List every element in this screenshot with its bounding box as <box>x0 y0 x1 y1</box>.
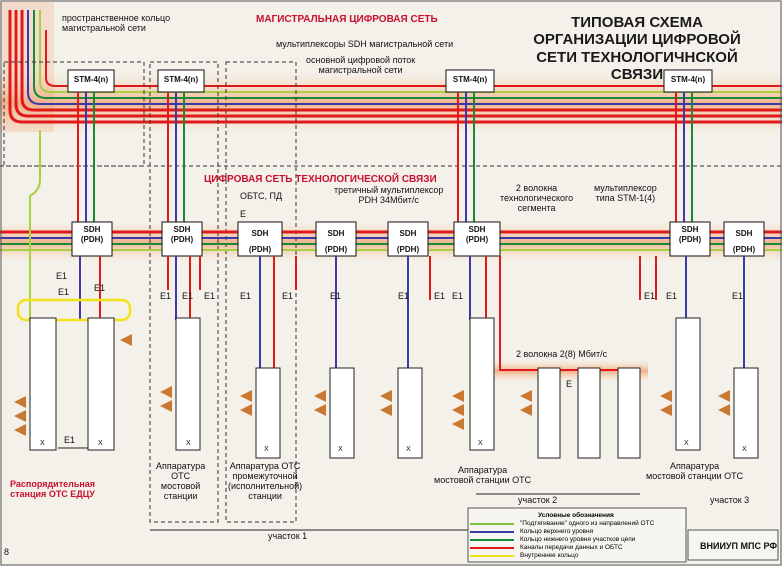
page-number: 8 <box>4 547 10 557</box>
pdh-label: (PDH) <box>732 245 756 254</box>
pdh-label: (PDH) <box>170 235 194 244</box>
e1-label: E1 <box>58 287 70 297</box>
mux-sdh-label: мультиплексоры SDH магистральной сети <box>276 39 454 49</box>
e1-label: E1 <box>182 291 194 301</box>
x-marker: X <box>742 446 747 453</box>
pdh-label: (PDH) <box>396 245 420 254</box>
sdh-boxes <box>71 221 765 257</box>
e1-label: E1 <box>240 291 252 301</box>
stm-label-4: STM-4(n) <box>670 75 706 84</box>
section-2-label: участок 2 <box>518 495 558 505</box>
legend-box <box>467 507 687 563</box>
ring-label: пространственное кольцо магистральной се… <box>62 13 171 33</box>
e1-label: E1 <box>160 291 172 301</box>
e1-label: E1 <box>94 283 106 293</box>
dist-station-label: Распорядительная станция ОТС ЕДЦУ <box>10 479 96 499</box>
sdh-label: SDH <box>251 229 269 238</box>
e1-label: E1 <box>666 291 678 301</box>
x-marker: X <box>684 440 689 447</box>
stm-label-1: STM-4(n) <box>73 75 109 84</box>
sdh-label: SDH <box>83 225 101 234</box>
e1-sub-label: E <box>566 379 573 389</box>
x-marker: X <box>478 440 483 447</box>
x-marker: X <box>186 440 191 447</box>
x-marker: X <box>406 446 411 453</box>
sdh-label: SDH <box>681 225 699 234</box>
pdh-label: (PDH) <box>248 245 272 254</box>
e1-label: E1 <box>282 291 294 301</box>
tech-title: ЦИФРОВАЯ СЕТЬ ТЕХНОЛОГИЧЕСКОЙ СВЯЗИ <box>204 174 437 185</box>
legend-item: Внутреннее кольцо <box>520 552 579 559</box>
terminal-triangles <box>14 334 730 436</box>
stm-verticals <box>29 92 693 320</box>
e-label: E <box>240 209 247 219</box>
e1-label: E1 <box>64 435 76 445</box>
stm-label-2: STM-4(n) <box>163 75 199 84</box>
x-marker: X <box>98 440 103 447</box>
stm-label-3: STM-4(n) <box>452 75 488 84</box>
x-marker: X <box>264 446 269 453</box>
pdh-label: (PDH) <box>80 235 104 244</box>
sdh-label: SDH <box>399 229 417 238</box>
stm-boxes <box>67 69 713 93</box>
sdh-label: SDH <box>735 229 753 238</box>
e1-label: E1 <box>644 291 656 301</box>
x-marker: X <box>338 446 343 453</box>
two-fibers-28-label: 2 волокна 2(8) Мбит/с <box>516 349 608 359</box>
e1-label: E1 <box>434 291 446 301</box>
pdh-label: (PDH) <box>324 245 348 254</box>
e1-label: E1 <box>398 291 410 301</box>
legend-swatch <box>470 531 514 533</box>
legend: Условные обозначения "Подтягивание" одно… <box>468 510 686 562</box>
legend-swatch <box>470 539 514 541</box>
equipment-columns <box>29 317 759 459</box>
section-1-label: участок 1 <box>268 531 308 541</box>
app-bridge2-label: Аппаратура мостовой станции ОТС <box>434 465 532 485</box>
third-mux-label: третичный мультиплексор PDH 34Мбит/с <box>334 185 444 205</box>
mux-stm1-label: мультиплексор типа STM-1(4) <box>594 183 657 203</box>
e1-label: E1 <box>452 291 464 301</box>
pdh-label: (PDH) <box>465 235 489 244</box>
e1-label: E1 <box>330 291 342 301</box>
legend-title: Условные обозначения <box>538 512 614 519</box>
legend-item: Каналы передачи данных и ОБТС <box>520 544 623 551</box>
app-bridge3-label: Аппаратура мостовой станции ОТС <box>646 461 744 481</box>
org-label: ВНИИУП МПС РФ <box>700 541 778 551</box>
section-3-label: участок 3 <box>710 495 750 505</box>
sdh-label: SDH <box>468 225 486 234</box>
legend-item: "Подтягивание" одного из направлений ОТС <box>520 520 655 527</box>
e1-label: E1 <box>56 271 68 281</box>
section-frames <box>0 61 782 523</box>
pdh-label: (PDH) <box>678 235 702 244</box>
e1-label: E1 <box>204 291 216 301</box>
backbone-title: МАГИСТРАЛЬНАЯ ЦИФРОВАЯ СЕТЬ <box>256 14 438 25</box>
app-inter-label: Аппаратура ОТС промежуточной (исполнител… <box>228 461 303 501</box>
main-title: ТИПОВАЯ СХЕМА ОРГАНИЗАЦИИ ЦИФРОВОЙ СЕТИ … <box>533 14 741 83</box>
sdh-label: SDH <box>327 229 345 238</box>
legend-swatch <box>470 523 514 525</box>
sdh-label: SDH <box>173 225 191 234</box>
legend-item: Кольцо нижнего уровня участков цепи <box>520 536 636 543</box>
two-fibers-tech-label: 2 волокна технологического сегмента <box>500 183 574 213</box>
obts-label: ОБТС, ПД <box>240 191 283 201</box>
app-bridge-label: Аппаратура ОТС мостовой станции <box>156 461 206 501</box>
main-flow-label: основной цифровой поток магистральной се… <box>306 55 416 75</box>
backbone-lines <box>8 10 782 124</box>
legend-swatch <box>470 555 514 557</box>
e1-label: E1 <box>732 291 744 301</box>
legend-swatch <box>470 547 514 549</box>
legend-item: Кольцо верхнего уровня <box>520 528 594 535</box>
x-marker: X <box>40 440 45 447</box>
inner-ring <box>16 298 132 322</box>
